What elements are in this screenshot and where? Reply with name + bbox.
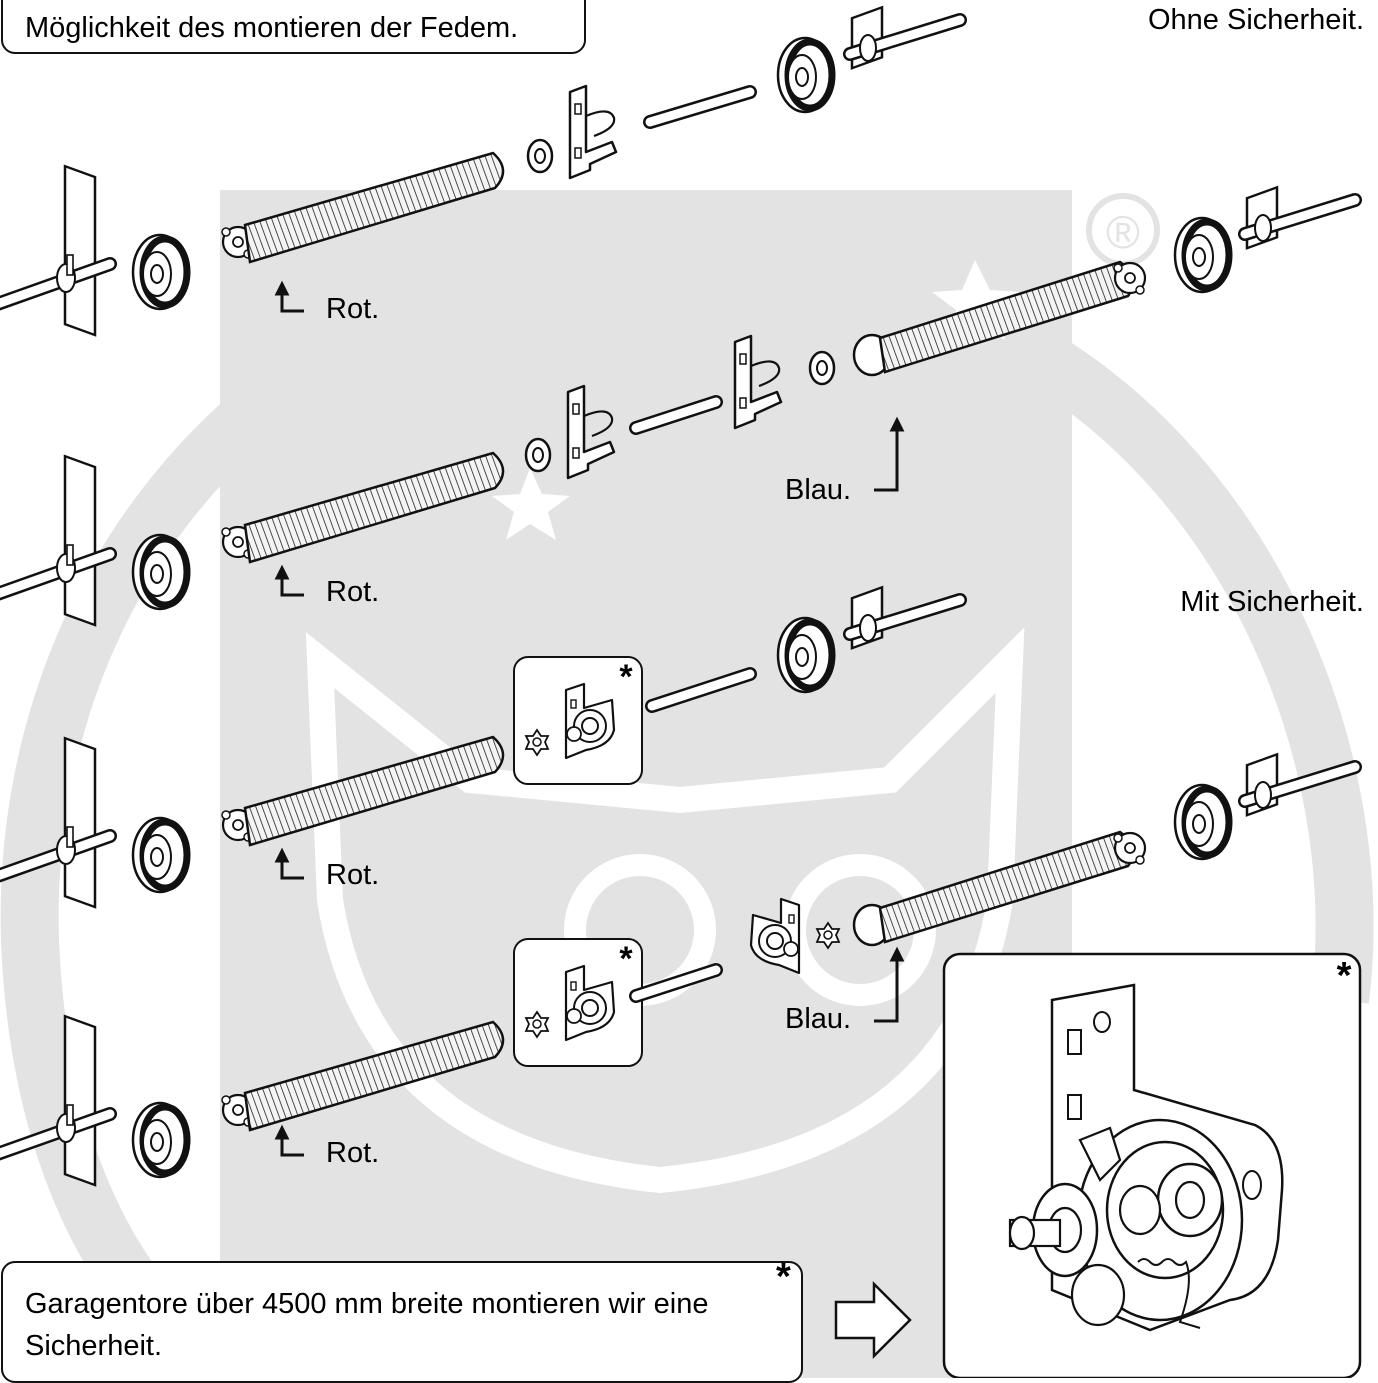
page-title: Möglichkeit des montieren der Fedem.: [25, 12, 519, 44]
label-red: Rot.: [326, 293, 380, 325]
note-text: Garagentore über 4500 mm breite montiere…: [25, 1288, 709, 1362]
label-red: Rot.: [326, 1137, 380, 1169]
cable-drum-icon: [1175, 218, 1229, 292]
cable-drum-icon: [778, 618, 832, 692]
label-red: Rot.: [326, 859, 380, 891]
center-bracket-icon: [568, 84, 618, 180]
cable-drum-icon: [1175, 785, 1229, 859]
bearing-bracket-icon: [1245, 187, 1355, 248]
registered-mark: ®: [1106, 206, 1140, 258]
bearing-bracket-icon: [850, 7, 960, 68]
row-2-spring-assembly: [0, 187, 1355, 625]
row-3-spring-assembly: *: [0, 587, 960, 907]
torsion-spring-icon: [243, 735, 505, 847]
cable-drum-icon: [133, 535, 187, 609]
title-box: Möglichkeit des montieren der Fedem.: [1, 0, 586, 54]
label-blue: Blau.: [785, 1003, 852, 1035]
label-red: Rot.: [326, 576, 380, 608]
safety-detail-inset: *: [942, 952, 1362, 1378]
section-label-without-safety: Ohne Sicherheit.: [1147, 4, 1364, 36]
callout-asterisk: *: [619, 658, 633, 696]
torsion-spring-icon: [243, 451, 505, 564]
note-box: Garagentore über 4500 mm breite montiere…: [1, 1261, 803, 1383]
callout-asterisk: *: [619, 940, 633, 978]
cable-drum-icon: [133, 1103, 187, 1177]
inset-asterisk: *: [1337, 955, 1352, 997]
bearing-ring-icon: [524, 437, 552, 473]
section-label-with-safety: Mit Sicherheit.: [1180, 586, 1364, 618]
row-4-spring-assembly: *: [0, 754, 1355, 1185]
row-1-left-spring-assembly: [0, 7, 960, 335]
bearing-ring-icon: [808, 350, 836, 386]
arrow-right-icon: [834, 1280, 912, 1360]
label-blue: Blau.: [785, 474, 852, 506]
spring-cone-icon: [1112, 831, 1147, 866]
cable-drum-icon: [778, 38, 832, 112]
bearing-bracket-icon: [0, 456, 110, 625]
cable-drum-icon: [133, 818, 187, 892]
bearing-bracket-icon: [0, 166, 110, 335]
spring-cone-icon: [1112, 261, 1147, 296]
torsion-spring-icon: [243, 1020, 505, 1132]
bearing-ring-icon: [526, 138, 554, 174]
pointer-arrows: [274, 280, 905, 1157]
note-asterisk: *: [776, 1256, 791, 1298]
cable-drum-icon: [133, 235, 187, 309]
torsion-spring-icon: [243, 151, 505, 264]
